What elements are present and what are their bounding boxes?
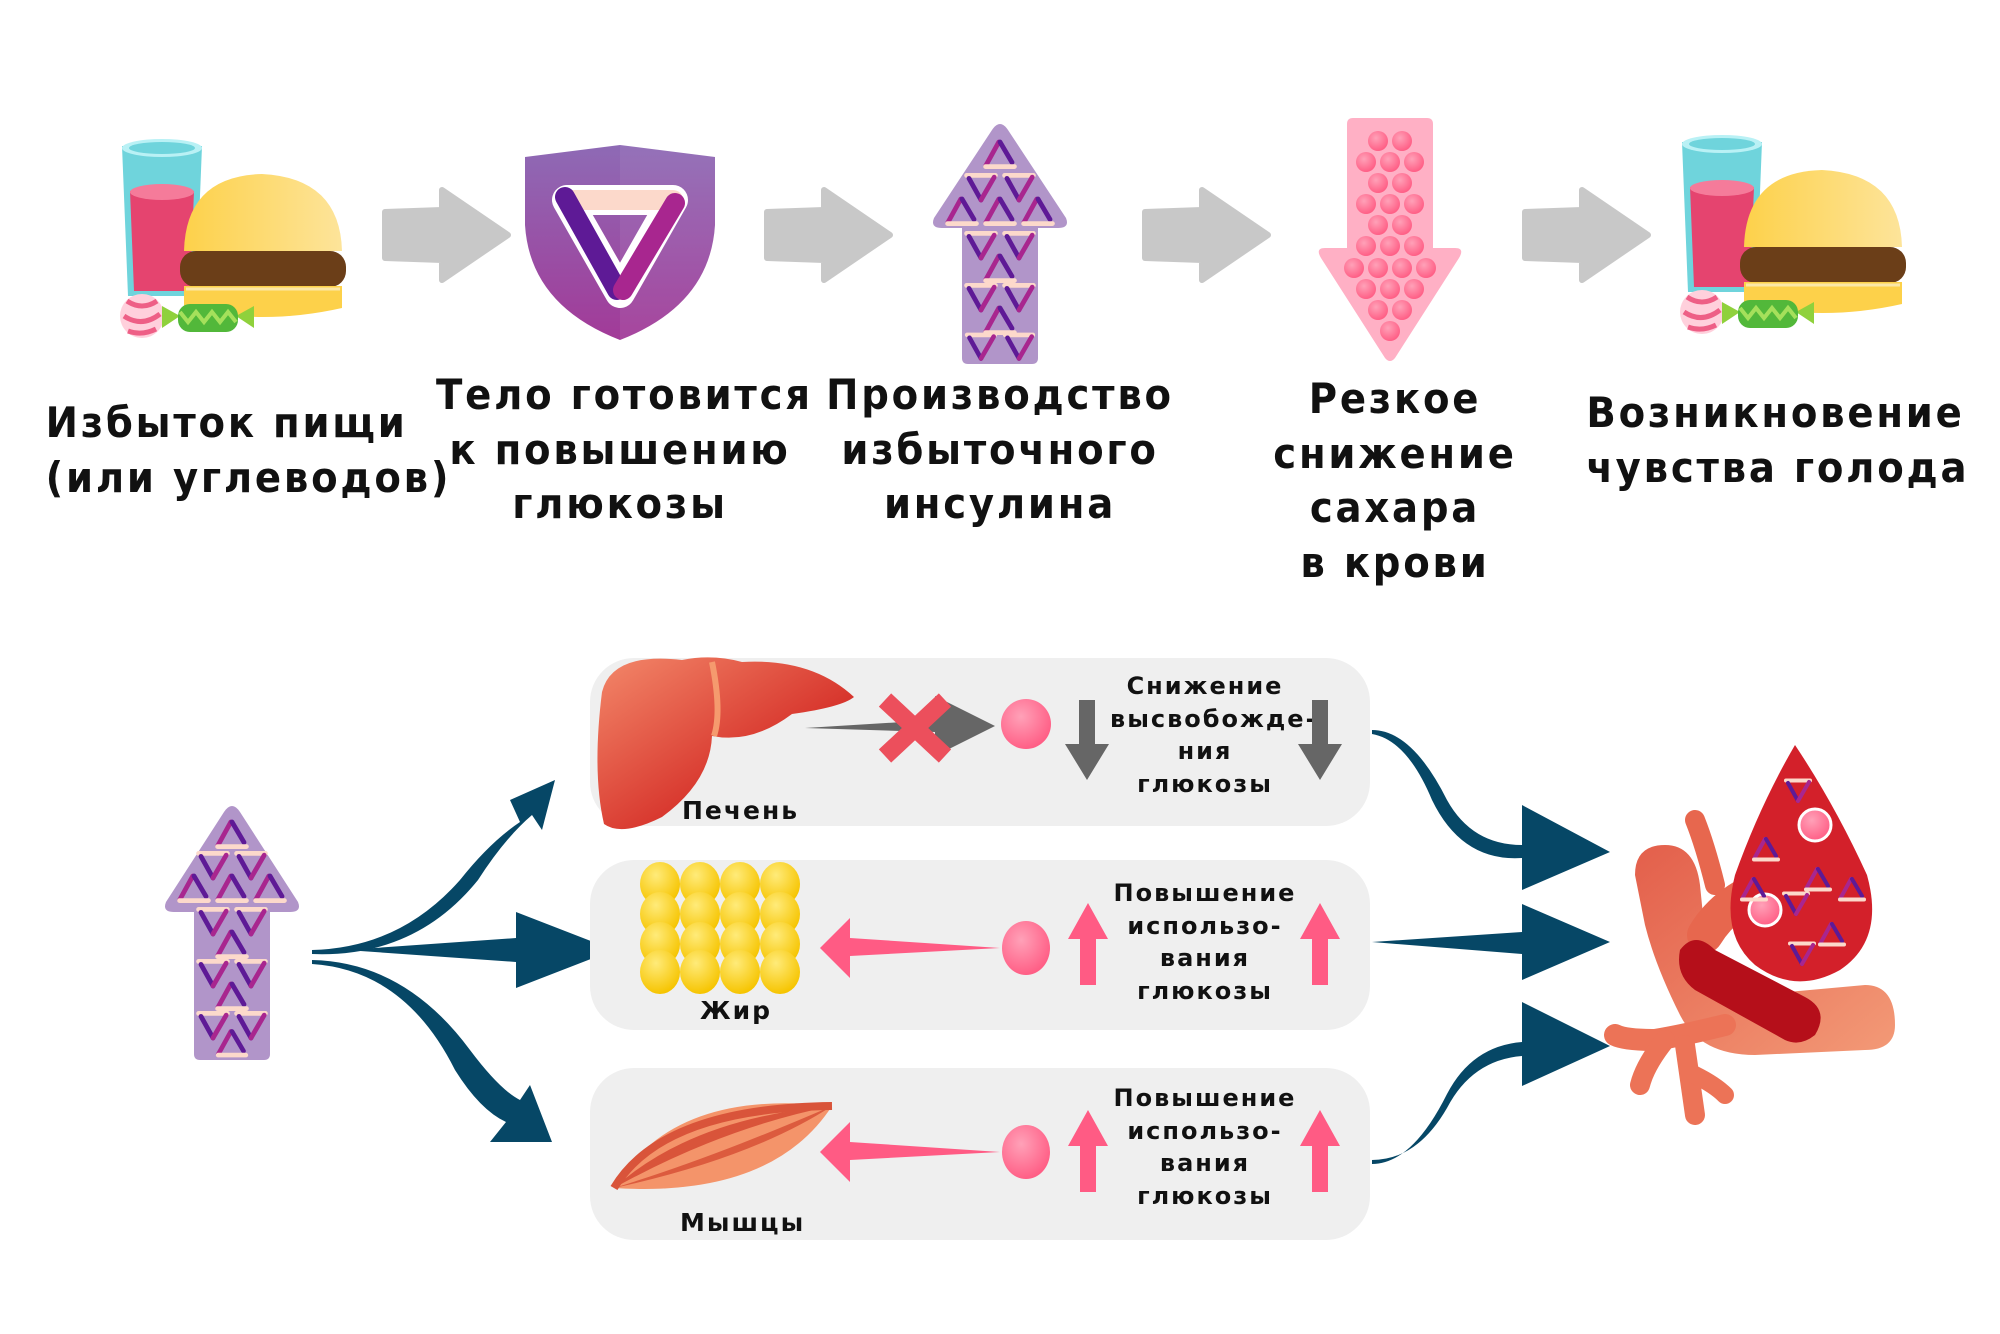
- gray-arrow-right-icon: [764, 187, 893, 283]
- navy-arrow-to-fat: [346, 912, 614, 988]
- pink-arrow-left-icon: [820, 1122, 1000, 1182]
- shield-insulin-icon: [525, 145, 715, 340]
- arrow-up-icon: [1068, 903, 1108, 985]
- insulin-arrow-up-icon: [933, 124, 1067, 364]
- step-caption-insulin: Производство избыточного инсулина: [826, 370, 1174, 529]
- navy-arrow-to-liver: [312, 780, 555, 955]
- organ-label-liver: Печень: [682, 796, 800, 825]
- blood-vessel-drop-icon: [1604, 745, 1895, 1125]
- glucose-molecule-icon: [1002, 921, 1050, 975]
- food-icon: [112, 136, 362, 356]
- navy-arrow-fat-to-blood: [1372, 904, 1610, 980]
- effect-description-muscle: Повышение использо- вания глюкозы: [1113, 1084, 1297, 1210]
- arrow-up-icon: [1068, 1110, 1108, 1192]
- arrow-down-icon: [1065, 700, 1109, 780]
- glucose-molecule-icon: [1002, 1125, 1050, 1179]
- navy-arrow-liver-to-blood: [1372, 730, 1610, 890]
- muscle-icon: [610, 1102, 833, 1191]
- arrow-up-icon: [1300, 1110, 1340, 1192]
- liver-icon: [597, 657, 854, 830]
- panel-fat: [590, 860, 1370, 1030]
- arrow-down-icon: [1298, 700, 1342, 780]
- insulin-arrow-up-icon: [165, 806, 299, 1060]
- step-caption-sugar-drop: Резкое снижение сахара в крови: [1273, 374, 1517, 587]
- effect-description-liver: Снижение высвобожде- ния глюкозы: [1110, 672, 1318, 798]
- organ-label-fat: Жир: [700, 996, 773, 1025]
- arrow-up-icon: [1300, 903, 1340, 985]
- glucose-molecule-icon: [1001, 699, 1051, 749]
- organ-label-muscle: Мышцы: [680, 1208, 806, 1237]
- food-icon: [1672, 132, 1922, 352]
- blocked-flow-arrow-icon: [805, 693, 995, 763]
- step-caption-food: Избыток пищи (или углеводов): [45, 398, 452, 502]
- effect-description-fat: Повышение использо- вания глюкозы: [1113, 879, 1297, 1005]
- pink-arrow-left-icon: [820, 918, 1000, 978]
- gray-arrow-right-icon: [1142, 187, 1271, 283]
- navy-arrow-to-muscle: [312, 960, 552, 1142]
- gray-arrow-right-icon: [1522, 187, 1651, 283]
- step-caption-hunger: Возникновение чувства голода: [1586, 388, 1970, 492]
- fat-cells-icon: [640, 862, 800, 994]
- navy-arrow-muscle-to-blood: [1372, 1002, 1610, 1164]
- gray-arrow-right-icon: [382, 187, 511, 283]
- glucose-arrow-down-icon: [1318, 118, 1462, 361]
- step-caption-shield: Тело готовится к повышению глюкозы: [436, 370, 813, 529]
